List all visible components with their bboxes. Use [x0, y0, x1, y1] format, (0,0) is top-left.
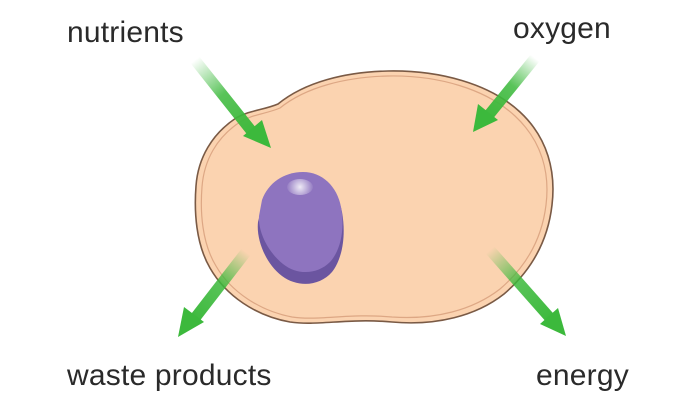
oxygen-arrow: [473, 54, 540, 132]
waste-products-arrowhead: [178, 307, 204, 337]
oxygen-arrowhead: [473, 104, 498, 132]
cell-membrane-inner: [200, 75, 548, 319]
nucleus-body: [258, 172, 343, 273]
energy-arrow: [485, 246, 566, 336]
nutrients-label: nutrients: [67, 16, 184, 49]
nutrients-arrow: [190, 56, 271, 148]
nucleus: [257, 172, 344, 284]
oxygen-label: oxygen: [513, 12, 611, 45]
waste-products-arrow: [178, 248, 251, 337]
nucleus-highlight: [287, 179, 313, 195]
energy-label: energy: [536, 359, 629, 392]
energy-arrowhead: [540, 308, 566, 336]
waste-products-label: waste products: [67, 359, 272, 392]
nutrients-arrowhead: [243, 120, 271, 148]
